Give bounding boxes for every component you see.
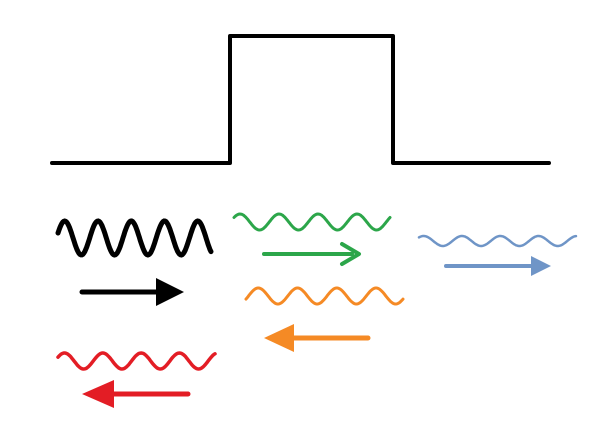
reflected-arrow-head [82, 380, 114, 408]
transmitted-wave [417, 234, 578, 276]
incident-wave-squiggle [55, 218, 214, 258]
reflected-wave-squiggle [56, 351, 217, 371]
potential-barrier [50, 34, 551, 165]
incident-arrow-head [156, 278, 184, 306]
transmitted-arrow-head [531, 256, 551, 276]
reflected-inside-wave-squiggle [244, 286, 405, 306]
transmitted-inside-arrow-head [340, 242, 361, 266]
incident-wave [55, 218, 214, 306]
reflected-wave [56, 351, 217, 408]
transmitted-inside-wave [232, 212, 392, 266]
transmitted-wave-squiggle [417, 234, 578, 248]
reflected-inside-wave [244, 286, 405, 352]
reflected-inside-arrow-head [264, 324, 294, 352]
barrier-baseline [50, 34, 551, 165]
transmitted-inside-wave-squiggle [232, 212, 392, 232]
